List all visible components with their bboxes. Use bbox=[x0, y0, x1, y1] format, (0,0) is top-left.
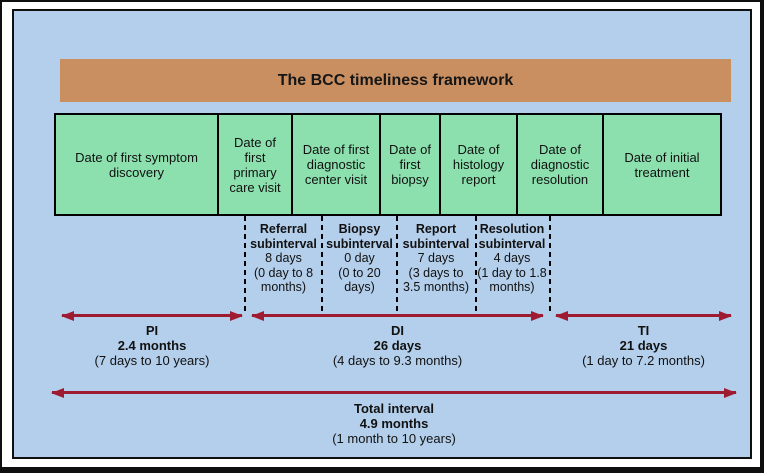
pi-interval-arrow bbox=[62, 314, 242, 317]
subinterval-name: Resolution subinterval bbox=[478, 222, 546, 251]
stage-label: Date of histology report bbox=[452, 142, 505, 187]
interval-median: 4.9 months bbox=[359, 416, 429, 431]
stage-box-initial-treatment: Date of initial treatment bbox=[602, 113, 722, 216]
diagram-panel: The BCC timeliness framework Date of fir… bbox=[12, 9, 752, 459]
stage-box-first-biopsy: Date of first biopsy bbox=[379, 113, 441, 216]
interval-median: 2.4 months bbox=[117, 338, 187, 353]
stage-box-histology-report: Date of histology report bbox=[439, 113, 518, 216]
stage-box-symptom-discovery: Date of first symptom discovery bbox=[54, 113, 219, 216]
subinterval-stats: 7 days (3 days to 3.5 months) bbox=[402, 251, 469, 294]
subinterval-stats: 0 day (0 to 20 days) bbox=[338, 251, 381, 294]
stage-label: Date of first primary care visit bbox=[229, 134, 281, 195]
interval-range: (1 day to 7.2 months) bbox=[582, 353, 705, 368]
dashed-connector bbox=[244, 216, 246, 313]
stage-box-diagnostic-resolution: Date of diagnostic resolution bbox=[516, 113, 604, 216]
subinterval-referral: Referral subinterval 8 days (0 day to 8 … bbox=[247, 222, 320, 295]
total-interval-label: Total interval 4.9 months (1 month to 10… bbox=[52, 401, 736, 446]
stage-label: Date of first biopsy bbox=[389, 142, 431, 187]
subinterval-name: Referral subinterval bbox=[250, 222, 317, 251]
interval-range: (4 days to 9.3 months) bbox=[332, 353, 463, 368]
interval-median: 26 days bbox=[373, 338, 422, 353]
stage-box-diagnostic-center-visit: Date of first diagnostic center visit bbox=[291, 113, 381, 216]
subinterval-name: Biopsy subinterval bbox=[326, 222, 393, 251]
interval-abbr: Total interval bbox=[354, 401, 434, 416]
dashed-connector bbox=[321, 216, 323, 313]
di-interval-label: DI 26 days (4 days to 9.3 months) bbox=[252, 323, 543, 368]
interval-abbr: PI bbox=[145, 323, 159, 338]
subinterval-biopsy: Biopsy subinterval 0 day (0 to 20 days) bbox=[324, 222, 395, 295]
stage-label: Date of first symptom discovery bbox=[75, 149, 198, 180]
dashed-connector bbox=[549, 216, 551, 313]
interval-median: 21 days bbox=[619, 338, 668, 353]
interval-abbr: TI bbox=[637, 323, 650, 338]
ti-interval-arrow bbox=[556, 314, 731, 317]
dashed-connector bbox=[475, 216, 477, 313]
interval-range: (7 days to 10 years) bbox=[94, 353, 210, 368]
stage-label: Date of diagnostic resolution bbox=[530, 142, 590, 187]
stage-label: Date of initial treatment bbox=[624, 149, 700, 180]
interval-range: (1 month to 10 years) bbox=[332, 431, 456, 446]
subinterval-report: Report subinterval 7 days (3 days to 3.5… bbox=[399, 222, 473, 295]
di-interval-arrow bbox=[252, 314, 543, 317]
subinterval-resolution: Resolution subinterval 4 days (1 day to … bbox=[477, 222, 547, 295]
dashed-connector bbox=[396, 216, 398, 313]
total-interval-arrow bbox=[52, 391, 736, 394]
ti-interval-label: TI 21 days (1 day to 7.2 months) bbox=[556, 323, 731, 368]
stage-box-primary-care-visit: Date of first primary care visit bbox=[217, 113, 293, 216]
subinterval-stats: 8 days (0 day to 8 months) bbox=[253, 251, 314, 294]
subinterval-name: Report subinterval bbox=[402, 222, 470, 251]
interval-abbr: DI bbox=[391, 323, 404, 338]
title-bar: The BCC timeliness framework bbox=[60, 59, 731, 102]
subinterval-stats: 4 days (1 day to 1.8 months) bbox=[477, 251, 547, 294]
pi-interval-label: PI 2.4 months (7 days to 10 years) bbox=[62, 323, 242, 368]
stage-label: Date of first diagnostic center visit bbox=[302, 142, 370, 187]
figure-title: The BCC timeliness framework bbox=[277, 71, 514, 89]
